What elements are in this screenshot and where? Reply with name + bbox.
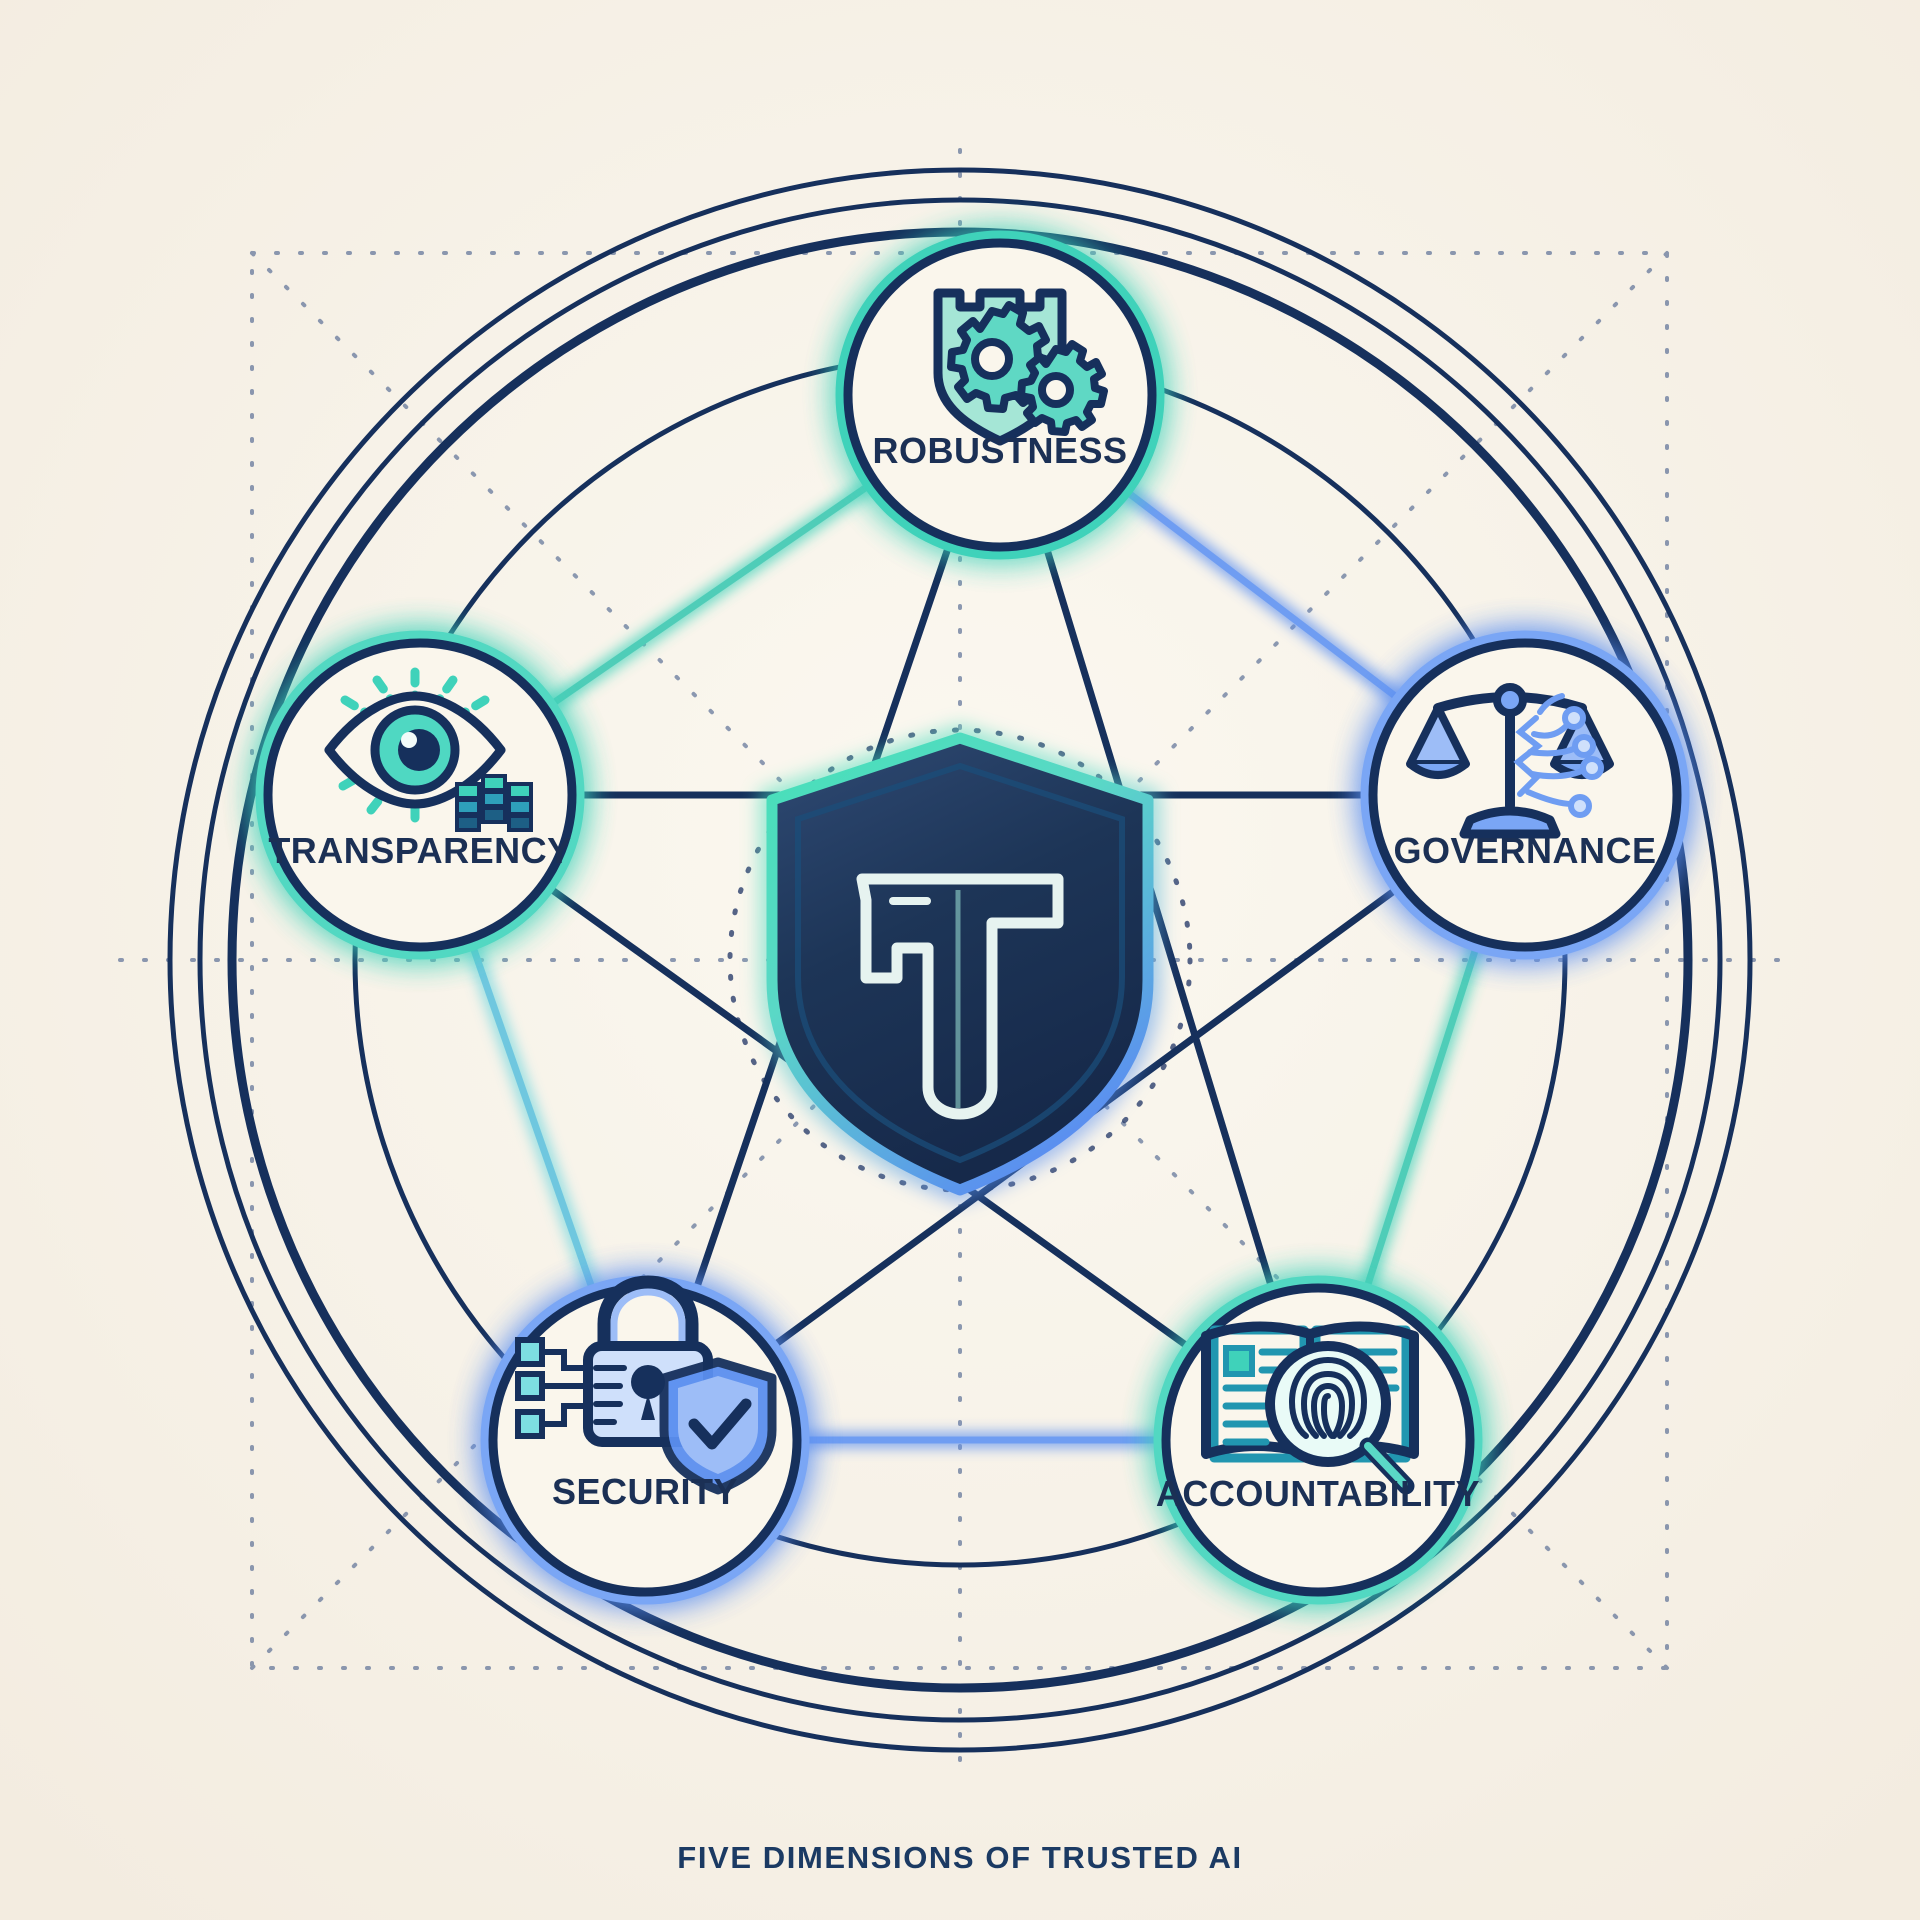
book-magnifier-fingerprint-icon bbox=[1201, 1321, 1419, 1495]
security-label: SECURITY bbox=[552, 1471, 738, 1512]
figure-caption: FIVE DIMENSIONS OF TRUSTED AI bbox=[677, 1840, 1242, 1875]
balance-scales-circuit-icon bbox=[1406, 683, 1614, 839]
fingerprint-icon bbox=[1288, 1357, 1368, 1439]
node-transparency[interactable]: TRANSPARENCY bbox=[255, 630, 585, 960]
center-shield bbox=[759, 724, 1161, 1204]
transparency-label: TRANSPARENCY bbox=[268, 830, 571, 871]
inner-dotted-circle bbox=[727, 727, 1193, 1193]
padlock-shield-circuit-icon bbox=[515, 1275, 777, 1495]
node-accountability[interactable]: ACCOUNTABILITY bbox=[1153, 1275, 1483, 1605]
data-grid-icon bbox=[455, 774, 533, 832]
fortress-shield-gears-icon bbox=[933, 288, 1108, 446]
node-governance[interactable]: GOVERNANCE bbox=[1360, 630, 1690, 960]
outer-rings bbox=[167, 167, 1753, 1753]
accountability-label: ACCOUNTABILITY bbox=[1156, 1473, 1480, 1514]
shield-inner-stroke bbox=[795, 762, 1125, 1164]
governance-circle bbox=[1368, 638, 1682, 952]
eye-data-rays-icon bbox=[324, 667, 533, 832]
t-monogram-icon bbox=[856, 873, 1064, 1120]
gear-small-icon bbox=[1017, 340, 1108, 436]
node-robustness[interactable]: ROBUSTNESS bbox=[835, 230, 1165, 560]
node-security[interactable]: SECURITY bbox=[480, 1275, 810, 1605]
governance-label: GOVERNANCE bbox=[1393, 830, 1656, 871]
robustness-label: ROBUSTNESS bbox=[872, 430, 1127, 471]
